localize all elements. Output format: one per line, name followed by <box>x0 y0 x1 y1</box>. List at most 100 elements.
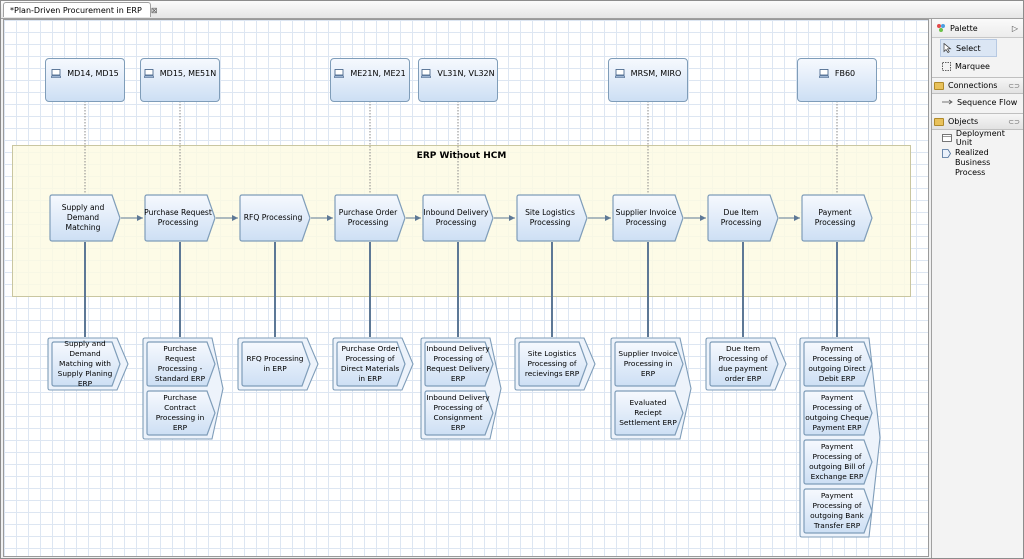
palette-collapse-arrow-icon[interactable]: ▷ <box>1011 23 1018 33</box>
deployment-unit[interactable]: MD14, MD15 <box>45 58 125 102</box>
business-process[interactable]: Due Item Processing <box>707 194 779 242</box>
deployment-unit[interactable]: MRSM, MIRO <box>608 58 688 102</box>
palette-tool-label: Sequence Flow <box>957 97 1018 107</box>
realized-business-process[interactable]: Payment Processing of outgoing Bank Tran… <box>803 488 873 534</box>
realized-business-process[interactable]: Inbound Delivery Processing of Consignme… <box>424 390 494 436</box>
realized-process-group[interactable]: Purchase Order Processing of Direct Mate… <box>332 337 414 391</box>
realized-business-process[interactable]: Evaluated Reciept Settlement ERP <box>614 390 684 436</box>
business-process[interactable]: Site Logistics Processing <box>516 194 588 242</box>
marquee-icon <box>942 61 951 71</box>
computer-icon <box>818 68 829 78</box>
realized-business-process-label: Purchase Order Processing of Direct Mate… <box>340 344 400 383</box>
realized-process-group[interactable]: Supplier Invoice Processing in ERP Evalua… <box>610 337 692 440</box>
realized-business-process[interactable]: Site Logistics Processing of recievings … <box>518 341 588 387</box>
business-process-label: Site Logistics Processing <box>525 208 575 227</box>
realized-business-process-label: Payment Processing of outgoing Bill of E… <box>809 442 865 481</box>
palette-title: Palette <box>950 23 978 33</box>
realized-process-group[interactable]: RFQ Processing in ERP <box>237 337 319 391</box>
realized-business-process-label: Payment Processing of outgoing Cheque Pa… <box>805 393 869 432</box>
realized-business-process[interactable]: Payment Processing of outgoing Bill of E… <box>803 439 873 485</box>
deployment-unit-icon <box>942 134 952 142</box>
deployment-unit-label: VL31N, VL32N <box>437 68 495 78</box>
realized-business-process[interactable]: Purchase Order Processing of Direct Mate… <box>336 341 406 387</box>
realized-process-icon <box>942 149 951 158</box>
realized-process-group[interactable]: Due Item Processing of due payment order… <box>705 337 787 391</box>
realized-business-process-label: Purchase Contract Processing in ERP <box>155 393 205 432</box>
realized-business-process[interactable]: Supply and Demand Matching with Supply P… <box>51 339 121 388</box>
realized-business-process[interactable]: RFQ Processing in ERP <box>241 341 311 387</box>
palette-tool-select[interactable]: Select <box>940 39 997 57</box>
realized-business-process[interactable]: Payment Processing of outgoing Direct De… <box>803 341 873 387</box>
deployment-unit[interactable]: VL31N, VL32N <box>418 58 498 102</box>
computer-icon <box>334 68 345 78</box>
business-process[interactable]: Supply and Demand Matching <box>49 194 121 242</box>
drawer-title: Objects <box>948 117 979 126</box>
pin-icon[interactable]: ⊂⊃ <box>1008 117 1020 126</box>
connector-layer <box>84 101 838 337</box>
business-process[interactable]: Inbound Delivery Processing <box>422 194 494 242</box>
realized-process-group[interactable]: Purchase Request Processing - Standard E… <box>142 337 224 440</box>
drawer-title: Connections <box>948 81 998 90</box>
palette-panel: Palette ▷ Select Marquee Connections ⊂⊃ … <box>931 19 1023 558</box>
editor-tab-title: *Plan-Driven Procurement in ERP <box>10 5 142 15</box>
palette-tool-label: Marquee <box>955 61 990 71</box>
realized-business-process[interactable]: Supplier Invoice Processing in ERP <box>614 341 684 387</box>
realized-business-process-label: Payment Processing of outgoing Direct De… <box>808 344 866 383</box>
palette-tool-marquee[interactable]: Marquee <box>932 58 1023 74</box>
computer-icon <box>421 68 432 78</box>
realized-business-process-label: Evaluated Reciept Settlement ERP <box>619 398 677 427</box>
palette-tool-deployment-unit[interactable]: Deployment Unit <box>932 129 1023 147</box>
business-process-label: Purchase Order Processing <box>338 208 398 227</box>
business-process-label: Payment Processing <box>814 208 856 227</box>
deployment-unit-label: FB60 <box>834 68 856 78</box>
realized-process-group[interactable]: Inbound Delivery Processing of Request D… <box>420 337 502 440</box>
deployment-unit-label: MD14, MD15 <box>67 68 119 78</box>
realized-process-group[interactable]: Supply and Demand Matching with Supply P… <box>47 337 129 391</box>
deployment-unit-label: MD15, ME51N <box>159 68 217 78</box>
business-process-label: RFQ Processing <box>243 213 303 222</box>
realized-business-process-label: Due Item Processing of due payment order… <box>718 344 768 383</box>
pool-title: ERP Without HCM <box>416 151 507 161</box>
diagram-canvas[interactable]: ERP Without HCM MD14, MD15 MD15, ME51N ME2… <box>3 19 929 557</box>
realized-business-process[interactable]: Payment Processing of outgoing Cheque Pa… <box>803 390 873 436</box>
business-process-label: Due Item Processing <box>720 208 762 227</box>
editor-tab[interactable]: *Plan-Driven Procurement in ERP ⊠ <box>3 2 157 17</box>
folder-icon <box>934 117 944 126</box>
realized-business-process-label: Site Logistics Processing of recievings … <box>524 349 580 378</box>
palette-tool-label: Deployment Unit <box>955 129 1005 147</box>
deployment-unit[interactable]: ME21N, ME21 <box>330 58 410 102</box>
realized-business-process[interactable]: Purchase Request Processing - Standard E… <box>146 341 216 387</box>
realized-business-process-label: Supply and Demand Matching with Supply P… <box>57 339 113 388</box>
business-process[interactable]: Payment Processing <box>801 194 873 242</box>
palette-header[interactable]: Palette ▷ <box>932 19 1023 38</box>
pin-icon[interactable]: ⊂⊃ <box>1008 81 1020 90</box>
business-process[interactable]: Supplier Invoice Processing <box>612 194 684 242</box>
deployment-unit[interactable]: FB60 <box>797 58 877 102</box>
business-process[interactable]: RFQ Processing <box>239 194 311 242</box>
realized-business-process-label: Inbound Delivery Processing of Consignme… <box>426 393 490 432</box>
palette-drawer-connections[interactable]: Connections ⊂⊃ <box>932 77 1023 94</box>
realized-business-process-label: Supplier Invoice Processing in ERP <box>618 349 678 378</box>
realized-business-process-label: RFQ Processing in ERP <box>246 354 304 373</box>
close-tab-icon[interactable]: ⊠ <box>150 5 158 15</box>
palette-tool-sequence-flow[interactable]: Sequence Flow <box>932 94 1023 110</box>
deployment-unit[interactable]: MD15, ME51N <box>140 58 220 102</box>
realized-business-process[interactable]: Inbound Delivery Processing of Request D… <box>424 341 494 387</box>
folder-icon <box>934 81 944 90</box>
business-process[interactable]: Purchase Request Processing <box>144 194 216 242</box>
business-process-label: Purchase Request Processing <box>144 208 212 227</box>
realized-process-group[interactable]: Payment Processing of outgoing Direct De… <box>799 337 881 538</box>
computer-icon <box>143 68 154 78</box>
palette-tool-realized-business-process[interactable]: Realized Business Process <box>932 146 1023 178</box>
palette-drawer-objects[interactable]: Objects ⊂⊃ <box>932 113 1023 130</box>
realized-business-process[interactable]: Purchase Contract Processing in ERP <box>146 390 216 436</box>
deployment-unit-label: ME21N, ME21 <box>350 68 406 78</box>
realized-business-process-label: Payment Processing of outgoing Bank Tran… <box>810 491 864 530</box>
business-process[interactable]: Purchase Order Processing <box>334 194 406 242</box>
business-process-label: Inbound Delivery Processing <box>423 208 489 227</box>
realized-process-group[interactable]: Site Logistics Processing of recievings … <box>514 337 596 391</box>
computer-icon <box>614 68 625 78</box>
realized-business-process[interactable]: Due Item Processing of due payment order… <box>709 341 779 387</box>
realized-business-process-label: Inbound Delivery Processing of Request D… <box>426 344 490 383</box>
